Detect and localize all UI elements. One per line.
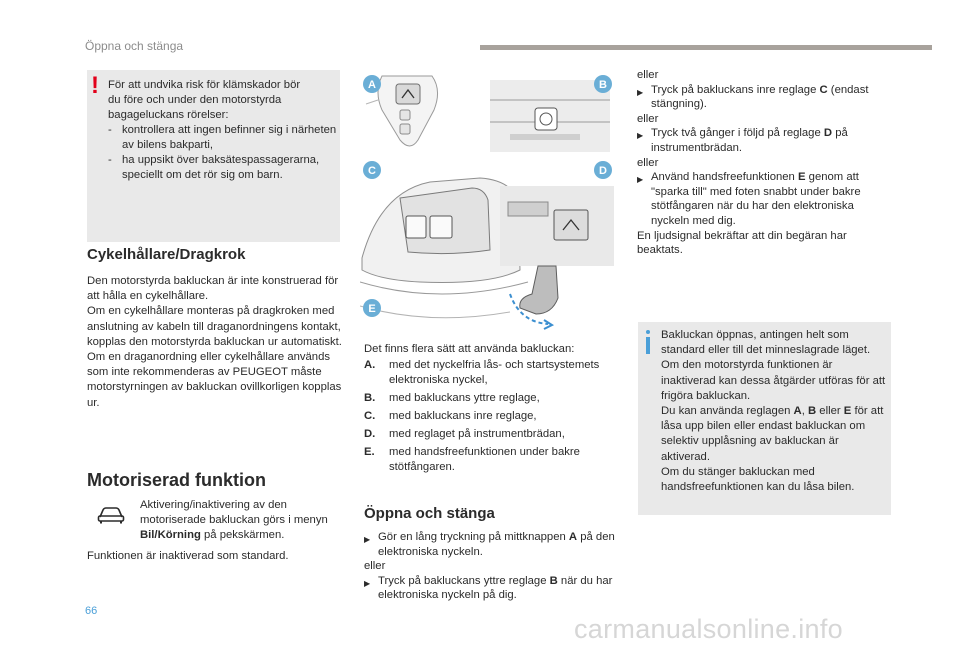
open-step: ▶Tryck två gånger i följd på reglage D p…	[637, 127, 848, 154]
label-c: C	[363, 161, 381, 179]
label-d: D	[594, 161, 612, 179]
open-steps: ▶Gör en lång tryckning på mittknappen A …	[364, 530, 622, 603]
ways-item: C.med bakluckans inre reglage,	[364, 410, 537, 422]
or-text: eller	[364, 560, 386, 573]
ways-item: B.med bakluckans yttre reglage,	[364, 392, 540, 404]
or-text: eller	[637, 69, 659, 81]
car-rear-drawing	[360, 177, 529, 319]
menu-path: Bil/Körning	[140, 529, 201, 542]
bullet-icon: ▶	[364, 578, 371, 588]
foot-drawing	[509, 265, 559, 330]
warning-icon: !	[91, 72, 99, 99]
dash-marker: -	[108, 154, 112, 166]
ways-item: D.med reglaget på instrumentbrädan,	[364, 428, 565, 440]
bullet-icon: ▶	[637, 175, 644, 185]
warning-box	[87, 70, 340, 242]
svg-text:D: D	[599, 165, 607, 177]
cycle-text: Den motorstyrda bakluckan är inte konstr…	[87, 274, 345, 411]
label-a: A	[363, 75, 381, 93]
ways-item: E.med handsfreefunktionen under bakre st…	[364, 446, 580, 473]
open-steps-continued: eller ▶Tryck på bakluckans inre reglage …	[637, 68, 889, 258]
info-box	[638, 322, 891, 515]
warning-line: du före och under den motorstyrda	[108, 94, 282, 106]
info-icon	[646, 330, 650, 354]
dash-marker: -	[108, 124, 112, 136]
warning-item: -ha uppsikt över baksätespassagerarna, s…	[108, 154, 320, 181]
or-text: eller	[637, 112, 659, 125]
svg-text:B: B	[599, 79, 607, 91]
open-step: ▶Gör en lång tryckning på mittknappen A …	[364, 531, 615, 558]
bullet-icon: ▶	[637, 131, 644, 141]
open-step: ▶Tryck på bakluckans yttre reglage B när…	[364, 574, 613, 602]
cycle-paragraph: Den motorstyrda bakluckan är inte konstr…	[87, 275, 339, 303]
cycle-paragraph: Om en cykelhållare monteras på dragkroke…	[87, 305, 342, 348]
tailgate-illustration: A B C D E	[360, 70, 615, 332]
label-b: B	[594, 75, 612, 93]
page-number: 66	[85, 605, 98, 617]
ways-list: A.med det nyckelfria lås- och startsyste…	[364, 358, 622, 478]
key-fob-drawing	[365, 75, 438, 147]
open-heading: Öppna och stänga	[364, 505, 495, 522]
warning-item: -kontrollera att ingen befinner sig i nä…	[108, 124, 337, 151]
motor-heading: Motoriserad funktion	[87, 470, 266, 490]
car-icon	[97, 507, 125, 524]
open-step: ▶Använd handsfreefunktionen E genom att …	[637, 171, 861, 227]
signal-text: En ljudsignal bekräftar att din begäran …	[637, 229, 847, 257]
svg-text:A: A	[368, 79, 376, 91]
svg-text:C: C	[368, 165, 376, 177]
motor-text: Aktivering/inaktivering av den motoriser…	[140, 499, 328, 542]
section-title: Öppna och stänga	[85, 39, 184, 53]
warning-line: För att undvika risk för klämskador bör	[108, 79, 301, 91]
open-step: ▶Tryck på bakluckans inre reglage C (end…	[637, 83, 869, 111]
ways-intro: Det finns flera sätt att använda bakluck…	[364, 343, 575, 355]
ways-item: A.med det nyckelfria lås- och startsyste…	[364, 359, 600, 386]
header-rule	[480, 45, 932, 50]
watermark: carmanualsonline.info	[574, 614, 843, 644]
warning-line: bagageluckans rörelser:	[108, 109, 229, 121]
or-text: eller	[637, 156, 659, 169]
label-e: E	[363, 299, 381, 317]
info-text: Bakluckan öppnas, antingen helt som stan…	[661, 329, 886, 494]
exterior-button-drawing	[490, 80, 610, 152]
cycle-paragraph: Om en draganordning eller cykelhållare a…	[87, 351, 342, 409]
cycle-heading: Cykelhållare/Dragkrok	[87, 246, 246, 263]
warning-text: För att undvika risk för klämskador bör …	[108, 78, 338, 183]
svg-text:E: E	[368, 303, 375, 315]
dashboard-drawing	[500, 186, 614, 266]
bullet-icon: ▶	[364, 535, 371, 544]
bullet-icon: ▶	[637, 87, 644, 97]
motor-default-text: Funktionen är inaktiverad som standard.	[87, 550, 289, 562]
